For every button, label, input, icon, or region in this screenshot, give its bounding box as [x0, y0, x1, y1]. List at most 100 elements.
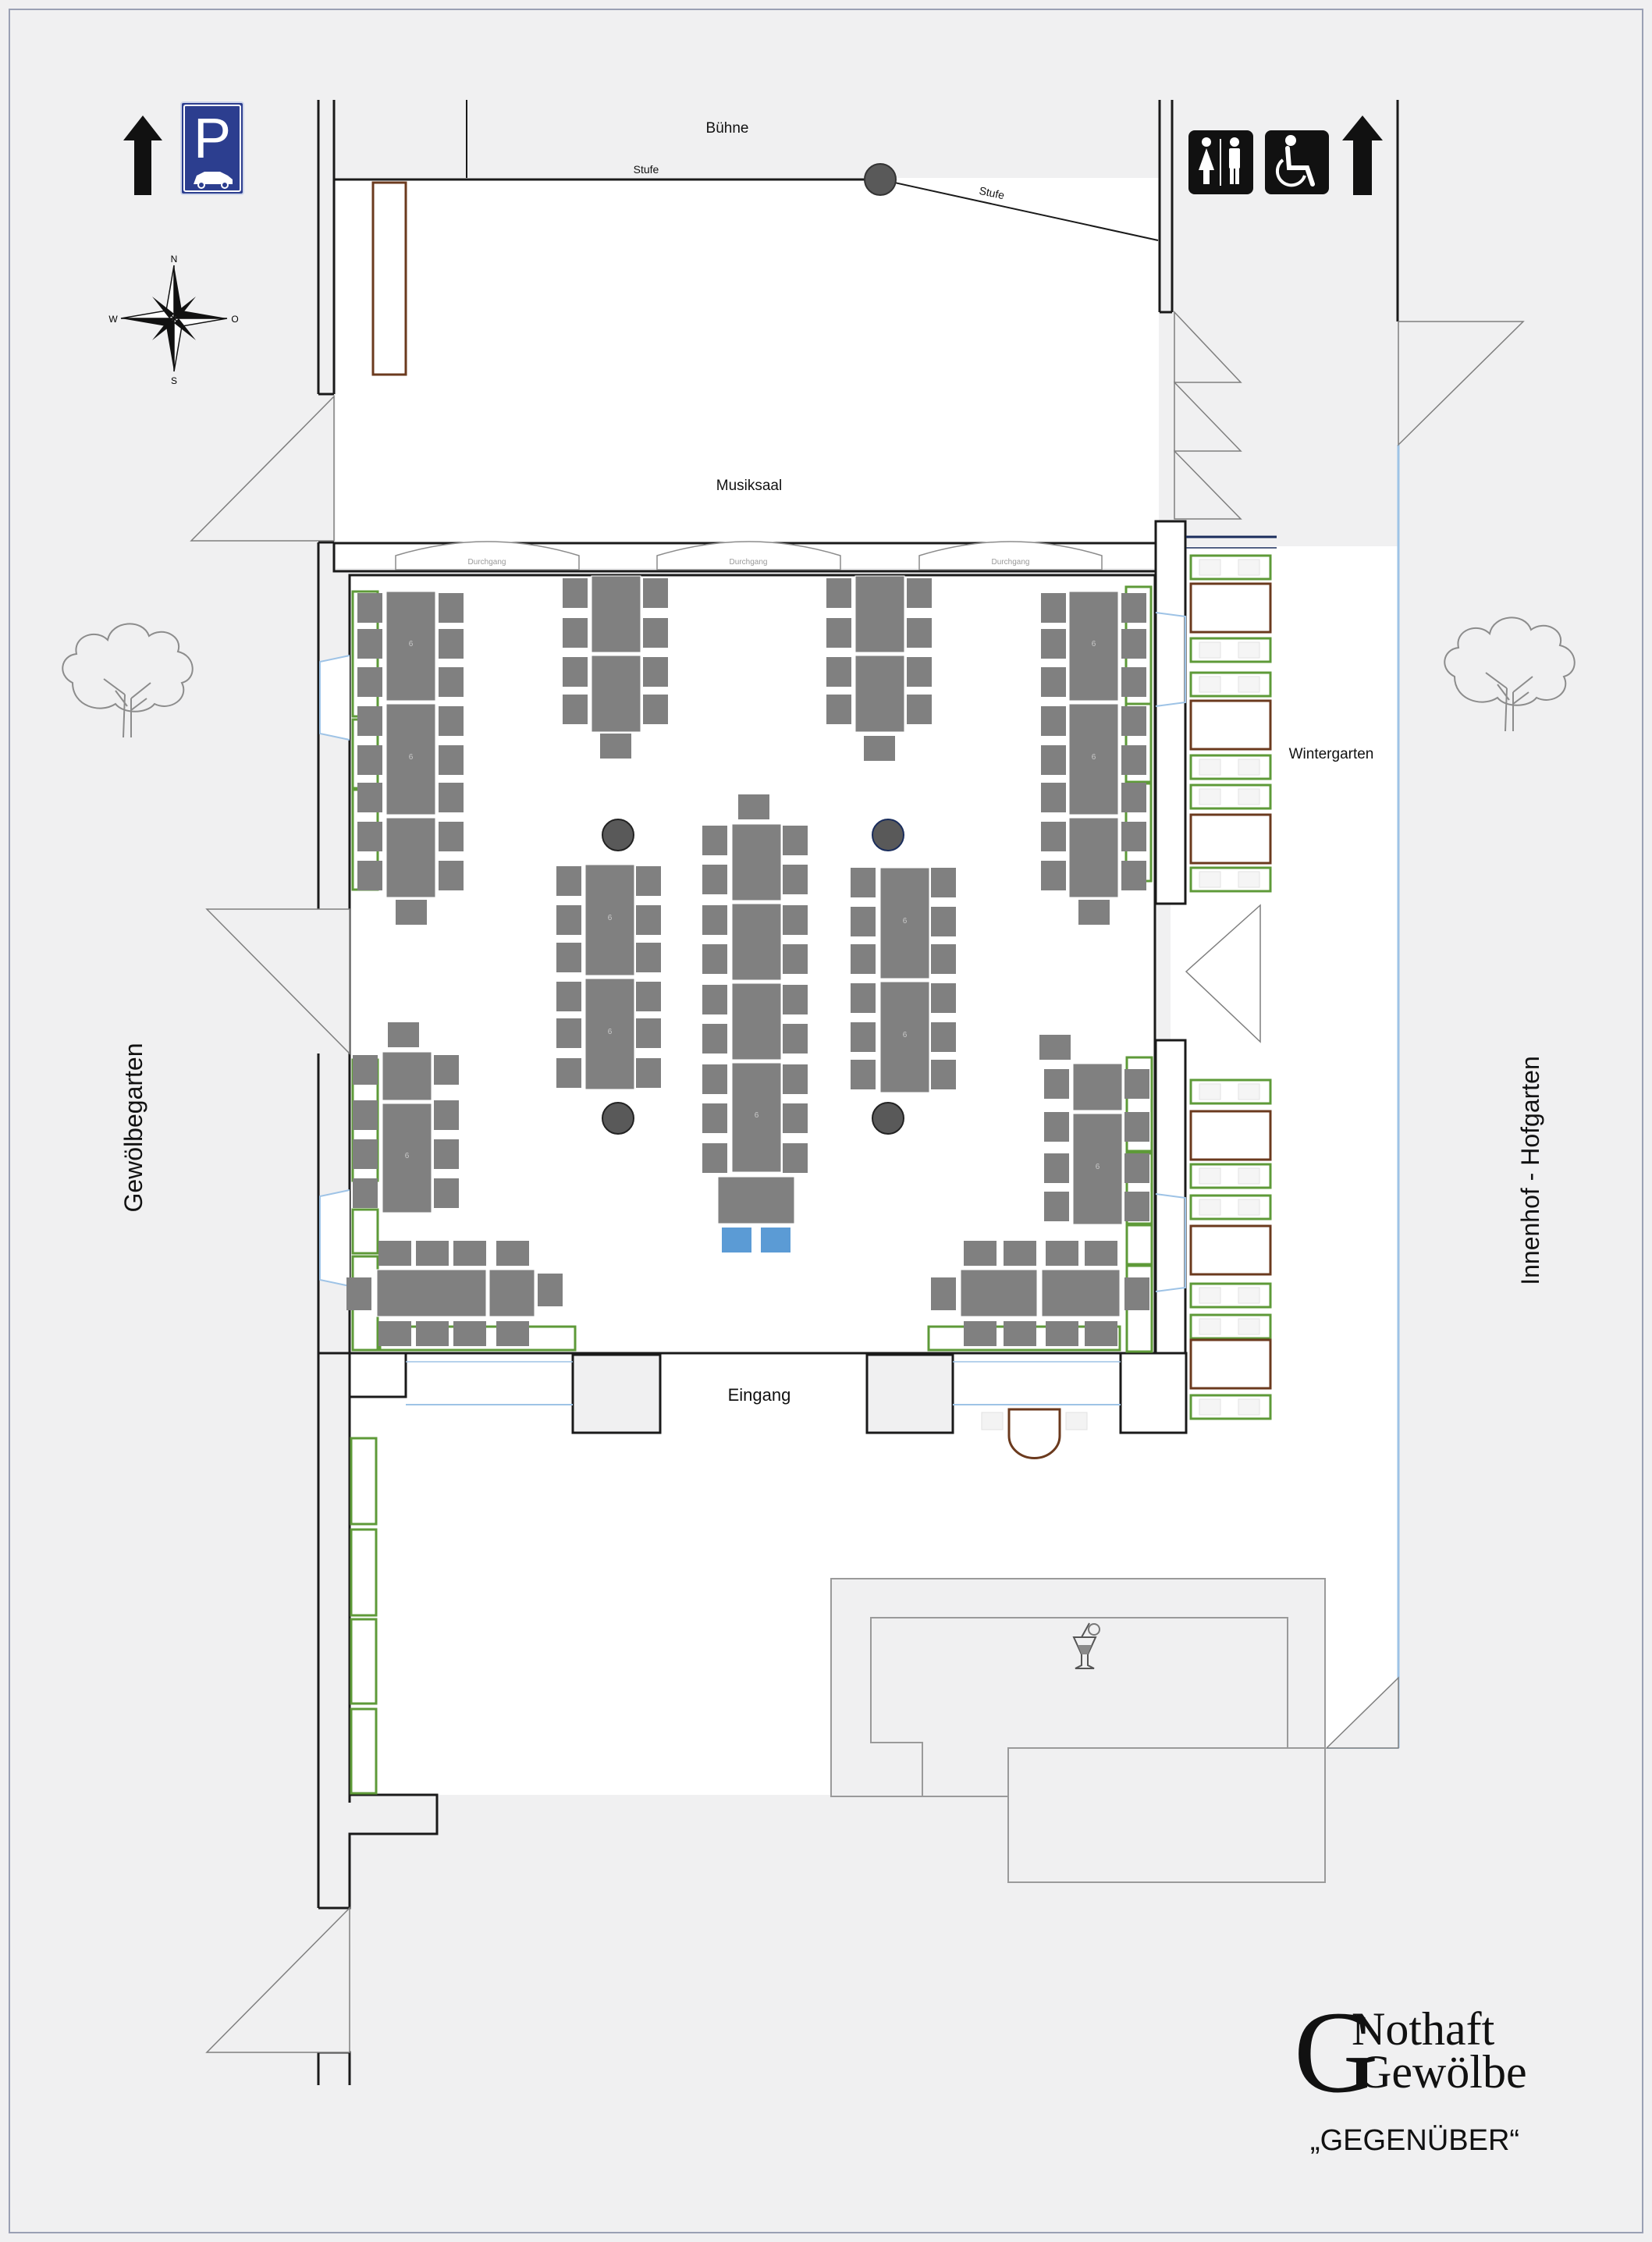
- chair[interactable]: [907, 695, 932, 724]
- chair[interactable]: [1238, 1318, 1260, 1335]
- chair[interactable]: [357, 783, 382, 812]
- chair[interactable]: [1199, 676, 1221, 693]
- passage-arch-1[interactable]: [395, 541, 580, 570]
- chair[interactable]: [434, 1100, 459, 1130]
- chair[interactable]: [1238, 676, 1260, 693]
- chair[interactable]: [643, 695, 668, 724]
- chair[interactable]: [556, 1018, 581, 1048]
- chair[interactable]: [964, 1241, 997, 1266]
- chair[interactable]: [826, 618, 851, 648]
- chair[interactable]: [556, 982, 581, 1011]
- wooden-table[interactable]: [1189, 813, 1272, 865]
- table[interactable]: [1072, 1063, 1123, 1111]
- chair[interactable]: [1044, 1112, 1069, 1142]
- table[interactable]: [879, 867, 930, 979]
- chair[interactable]: [702, 1103, 727, 1133]
- chair[interactable]: [783, 985, 808, 1014]
- chair[interactable]: [600, 734, 631, 759]
- table[interactable]: [1068, 591, 1119, 702]
- chair[interactable]: [783, 1064, 808, 1094]
- chair[interactable]: [1199, 788, 1221, 805]
- chair[interactable]: [353, 1100, 378, 1130]
- chair[interactable]: [353, 1178, 378, 1208]
- chair[interactable]: [1121, 629, 1146, 659]
- chair[interactable]: [1044, 1153, 1069, 1183]
- table[interactable]: [591, 575, 641, 653]
- chair[interactable]: [357, 822, 382, 851]
- chair[interactable]: [1124, 1192, 1149, 1221]
- chair[interactable]: [357, 706, 382, 736]
- chair[interactable]: [702, 1024, 727, 1053]
- chair[interactable]: [1085, 1241, 1117, 1266]
- table[interactable]: [960, 1269, 1038, 1317]
- chair[interactable]: [1046, 1241, 1078, 1266]
- chair[interactable]: [357, 593, 382, 623]
- chair[interactable]: [1041, 783, 1066, 812]
- chair[interactable]: [453, 1241, 486, 1266]
- chair[interactable]: [353, 1139, 378, 1169]
- chair[interactable]: [563, 695, 588, 724]
- chair[interactable]: [1199, 641, 1221, 659]
- chair[interactable]: [1041, 593, 1066, 623]
- wooden-table[interactable]: [1189, 1338, 1272, 1390]
- chair[interactable]: [439, 706, 464, 736]
- chair[interactable]: [538, 1274, 563, 1306]
- chair[interactable]: [439, 783, 464, 812]
- chair[interactable]: [556, 1058, 581, 1088]
- chair[interactable]: [378, 1241, 411, 1266]
- chair[interactable]: [1041, 822, 1066, 851]
- chair[interactable]: [851, 1022, 876, 1052]
- table[interactable]: [591, 655, 641, 733]
- chair[interactable]: [636, 1058, 661, 1088]
- chair[interactable]: [783, 826, 808, 855]
- wooden-table[interactable]: [1189, 1224, 1272, 1276]
- table[interactable]: [731, 823, 782, 901]
- chair[interactable]: [357, 861, 382, 890]
- chair[interactable]: [1046, 1321, 1078, 1346]
- door-east-upper[interactable]: [1398, 321, 1525, 446]
- chair[interactable]: [1039, 1035, 1071, 1060]
- door-west-middle[interactable]: [205, 908, 350, 1055]
- chair[interactable]: [702, 826, 727, 855]
- chair[interactable]: [1041, 667, 1066, 697]
- chair[interactable]: [864, 736, 895, 761]
- chair[interactable]: [1121, 783, 1146, 812]
- chair[interactable]: [1199, 559, 1221, 576]
- table[interactable]: [731, 1062, 782, 1173]
- chair[interactable]: [636, 943, 661, 972]
- chair[interactable]: [1121, 593, 1146, 623]
- chair[interactable]: [1121, 822, 1146, 851]
- chair[interactable]: [826, 695, 851, 724]
- chair[interactable]: [1199, 1167, 1221, 1185]
- chair[interactable]: [702, 865, 727, 894]
- chair[interactable]: [931, 983, 956, 1013]
- chair[interactable]: [1041, 706, 1066, 736]
- chair[interactable]: [1199, 1318, 1221, 1335]
- chair[interactable]: [439, 629, 464, 659]
- chair[interactable]: [931, 1277, 956, 1310]
- chair[interactable]: [556, 866, 581, 896]
- table[interactable]: [1068, 817, 1119, 898]
- chair[interactable]: [1085, 1321, 1117, 1346]
- chair[interactable]: [1044, 1192, 1069, 1221]
- chair[interactable]: [1199, 1083, 1221, 1100]
- table[interactable]: [1072, 1113, 1123, 1225]
- chair[interactable]: [1121, 667, 1146, 697]
- chair[interactable]: [357, 745, 382, 775]
- chair[interactable]: [702, 1143, 727, 1173]
- chair[interactable]: [396, 900, 427, 925]
- chair[interactable]: [453, 1321, 486, 1346]
- chair[interactable]: [388, 1022, 419, 1047]
- chair[interactable]: [783, 1103, 808, 1133]
- chair[interactable]: [643, 657, 668, 687]
- chair[interactable]: [636, 982, 661, 1011]
- wooden-table[interactable]: [1189, 582, 1272, 634]
- chair[interactable]: [1044, 1069, 1069, 1099]
- chair[interactable]: [1238, 1398, 1260, 1416]
- table[interactable]: [382, 1103, 432, 1213]
- chair[interactable]: [1041, 629, 1066, 659]
- chair[interactable]: [1041, 861, 1066, 890]
- chair[interactable]: [702, 985, 727, 1014]
- chair[interactable]: [1238, 1199, 1260, 1216]
- table[interactable]: [385, 703, 436, 815]
